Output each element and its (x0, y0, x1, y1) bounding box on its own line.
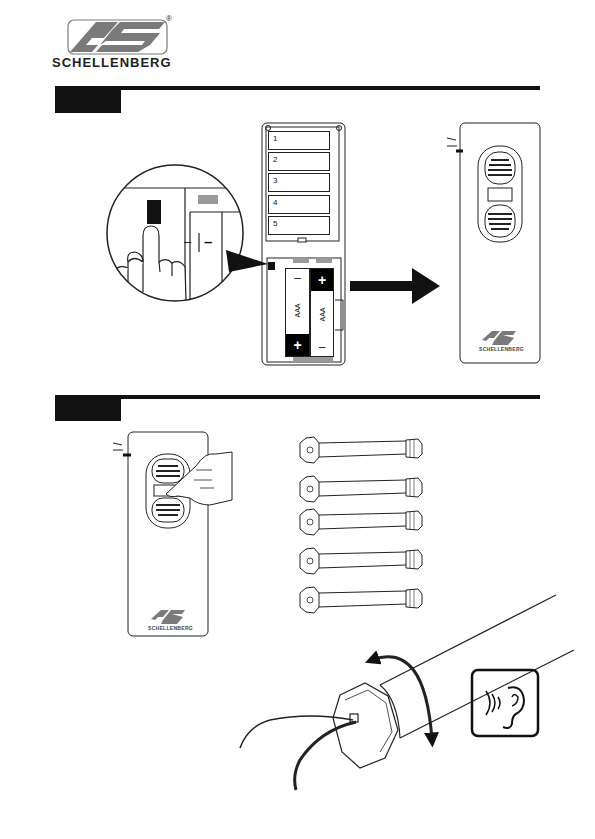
section-header (55, 86, 540, 421)
label-slot: 2 (268, 152, 330, 171)
label-slot: 1 (268, 131, 330, 150)
slot-number: 3 (273, 176, 277, 185)
slot-number: 1 (273, 134, 277, 143)
magnifier (100, 165, 268, 310)
polarity-sign: – (184, 235, 191, 248)
label-slot: 3 (268, 173, 330, 192)
slot-number: 2 (273, 155, 277, 164)
polarity-sign: – (294, 269, 301, 287)
slot-number: 4 (273, 198, 277, 207)
battery-type: AAA (318, 307, 325, 321)
label-slot: 4 (268, 195, 330, 214)
brand-name: SCHELLENBERG (479, 347, 524, 352)
trademark: ® (166, 15, 172, 23)
label-slot: 5 (268, 216, 330, 235)
listen-icon (472, 670, 538, 736)
brand-name: SCHELLENBERG (148, 626, 193, 631)
brand-logo (68, 20, 167, 54)
remote-front (113, 432, 232, 636)
polarity-sign: + (286, 334, 309, 356)
motor-row (300, 437, 422, 613)
battery-type: AAA (294, 303, 301, 317)
polarity-sign: + (311, 269, 333, 291)
remote-front (447, 123, 540, 363)
slot-number: 5 (273, 219, 277, 228)
brand-name: SCHELLENBERG (52, 56, 172, 69)
motor-detail (240, 595, 574, 790)
battery: – AAA + (285, 268, 310, 357)
polarity-sign: – (319, 338, 326, 356)
polarity-sign: – (204, 234, 212, 249)
remote-back (262, 123, 345, 365)
battery: + AAA – (310, 268, 334, 357)
flow-arrow (350, 268, 440, 304)
